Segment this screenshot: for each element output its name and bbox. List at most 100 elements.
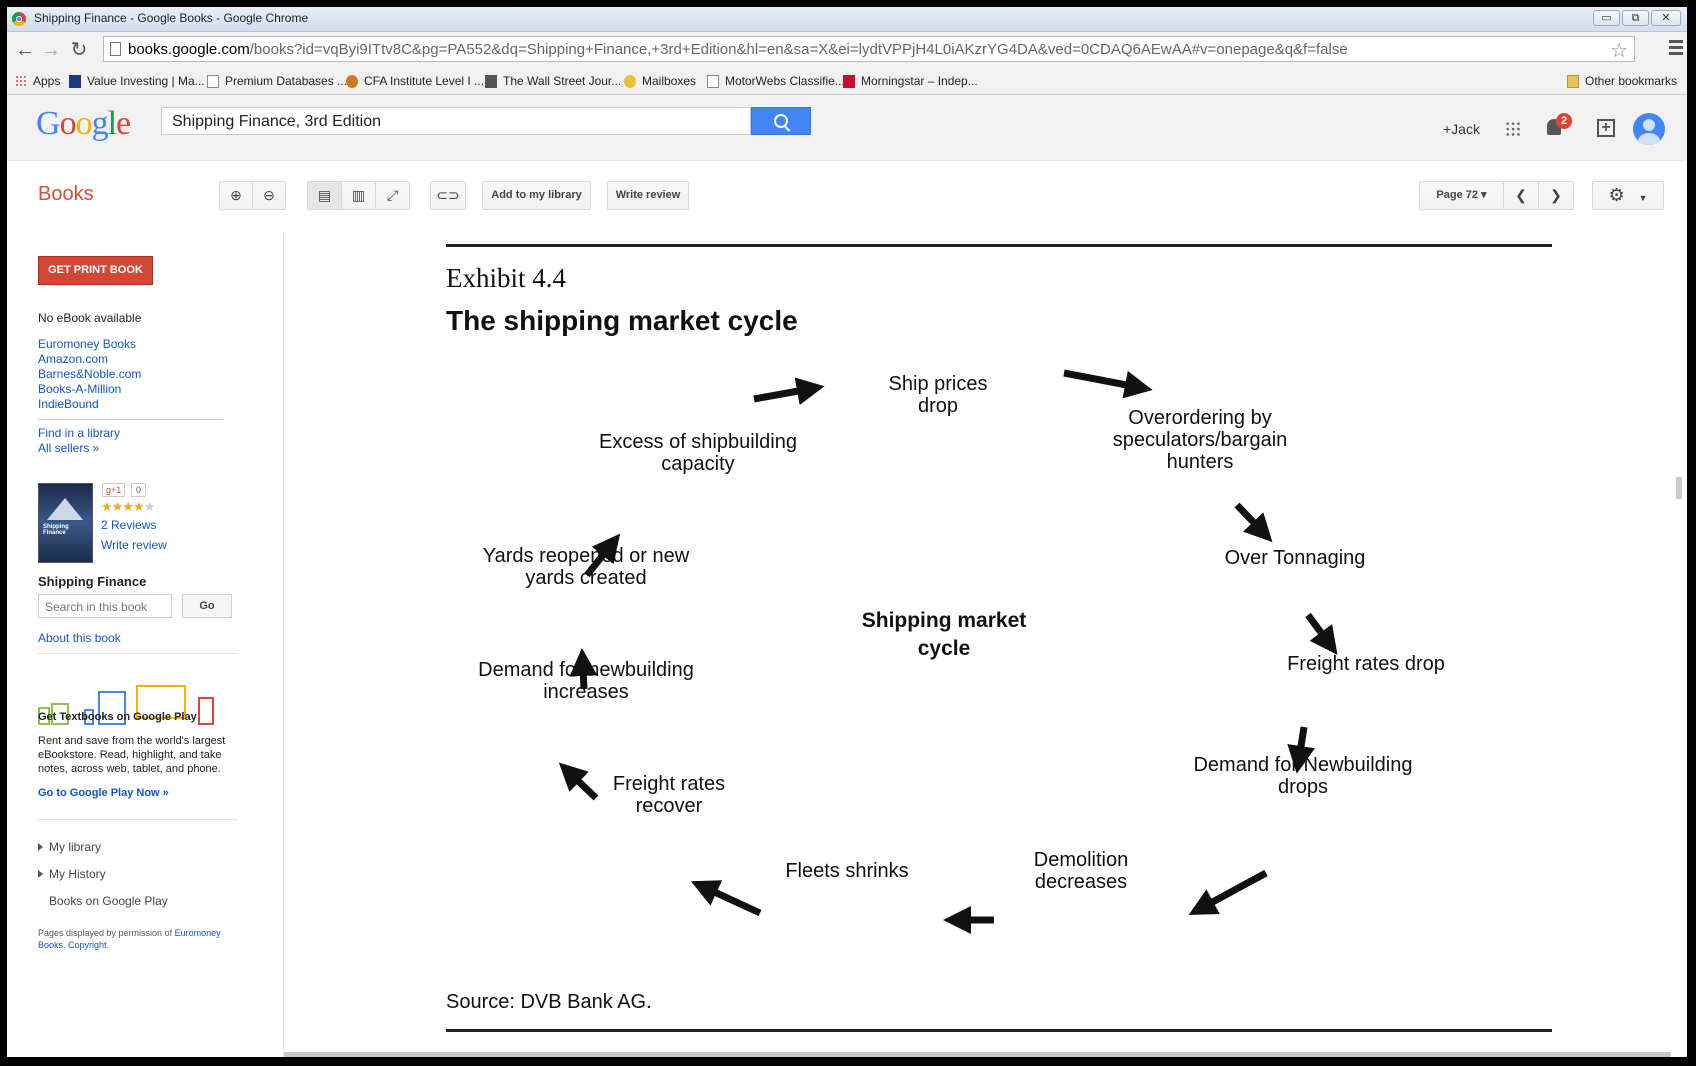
settings-button[interactable]: ⚙▼ (1592, 181, 1664, 210)
node-line: yards created (525, 567, 647, 589)
previous-page-button[interactable]: ❮ (1503, 181, 1539, 210)
bookmark-wsj[interactable]: The Wall Street Jour... (485, 74, 621, 88)
promo-text: eBookstore. Read, highlight, and take (38, 749, 222, 761)
search-in-book-input[interactable] (43, 599, 171, 615)
horizontal-scrollbar[interactable] (284, 1052, 1672, 1057)
fullscreen-icon: ⤢ (386, 187, 399, 203)
divider (38, 419, 223, 420)
zoom-in-button[interactable]: ⊕ (219, 181, 253, 210)
fullscreen-button[interactable]: ⤢ (375, 181, 410, 210)
reviews-link[interactable]: 2 Reviews (101, 518, 157, 532)
search-input[interactable] (170, 112, 734, 132)
search-in-book-box[interactable] (38, 594, 172, 618)
write-review-link[interactable]: Write review (101, 538, 167, 552)
seller-link[interactable]: Barnes&Noble.com (38, 367, 142, 381)
single-page-button[interactable]: ▤ (307, 181, 342, 210)
chevron-right-icon: ❯ (1550, 187, 1562, 203)
other-bookmarks-label: Other bookmarks (1585, 74, 1678, 88)
get-print-book-button[interactable]: GET PRINT BOOK (38, 256, 153, 285)
seller-link[interactable]: Euromoney Books (38, 337, 137, 351)
promo-text: notes, across web, tablet, and phone. (38, 763, 221, 775)
scrollbar-thumb[interactable] (1676, 477, 1682, 499)
chrome-menu-icon[interactable] (1669, 40, 1683, 58)
link-icon: ⊂⊃ (436, 187, 460, 203)
forward-icon[interactable]: → (41, 39, 61, 61)
bookmark-morningstar[interactable]: Morningstar – Indep... (843, 74, 978, 88)
avatar[interactable] (1633, 113, 1665, 145)
google-plus-one-button[interactable]: g+1 (102, 483, 126, 497)
all-sellers-link[interactable]: All sellers » (38, 441, 100, 455)
book-viewer[interactable]: Exhibit 4.4 The shipping market cycle (283, 233, 1672, 1057)
star-icon: ★ (101, 499, 113, 514)
bookmark-cfa-institute[interactable]: CFA Institute Level I ... (346, 74, 484, 88)
page-selector[interactable]: Page 72 ▾ (1419, 181, 1504, 210)
add-to-library-button[interactable]: Add to my library (482, 181, 591, 210)
bookmark-mailboxes[interactable]: Mailboxes (624, 74, 696, 88)
node-line: drops (1277, 776, 1329, 798)
book-cover[interactable]: Shipping Finance (38, 483, 93, 563)
bookmark-label: Premium Databases ... (225, 74, 348, 88)
seller-link[interactable]: Books-A-Million (38, 382, 122, 396)
permission-links: Books. Copyright. (38, 940, 109, 950)
expand-arrow-icon (38, 870, 43, 878)
apps-grid-icon[interactable] (1505, 121, 1521, 137)
google-play-link[interactable]: Go to Google Play Now » (38, 787, 169, 799)
about-book-link[interactable]: About this book (38, 631, 121, 645)
seller-link[interactable]: Amazon.com (38, 352, 109, 366)
cycle-arrow (1234, 502, 1273, 543)
bookmark-value-investing[interactable]: Value Investing | Ma... (69, 74, 205, 88)
go-button[interactable]: Go (182, 594, 232, 618)
cycle-arrow (753, 377, 825, 406)
back-icon[interactable]: ← (15, 39, 35, 61)
reload-icon[interactable]: ↻ (70, 39, 88, 61)
bookmark-apps[interactable]: Apps (15, 74, 60, 88)
find-in-library-link[interactable]: Find in a library (38, 426, 121, 440)
link-button[interactable]: ⊂⊃ (430, 181, 466, 210)
user-link[interactable]: +Jack (1443, 121, 1480, 137)
chevron-down-icon: ▼ (1638, 193, 1648, 203)
bookmark-motorwebs[interactable]: MotorWebs Classifie... (707, 74, 845, 88)
copyright-link[interactable]: Copyright. (68, 940, 110, 950)
minimize-button[interactable]: ▭ (1593, 10, 1620, 26)
publisher-link[interactable]: Books. (38, 940, 66, 950)
address-bar[interactable]: books.google.com/books?id=vqByi9ITtv8C&p… (103, 36, 1635, 62)
other-bookmarks[interactable]: Other bookmarks (1567, 74, 1677, 88)
search-button[interactable] (751, 107, 811, 135)
books-label[interactable]: Books (38, 183, 94, 205)
node-line: speculators/bargain (1112, 429, 1288, 451)
publisher-link[interactable]: Euromoney (174, 928, 221, 938)
node-line: Freight rates (612, 773, 726, 795)
my-history-link[interactable]: My History (38, 867, 106, 881)
bookmark-label: MotorWebs Classifie... (725, 74, 845, 88)
expand-arrow-icon (38, 843, 43, 851)
google-logo[interactable]: Google (36, 105, 131, 143)
node-line: Demand for newbuilding (478, 659, 694, 681)
two-page-button[interactable]: ▥ (341, 181, 376, 210)
vertical-scrollbar[interactable] (1671, 233, 1687, 1057)
seller-link[interactable]: IndieBound (38, 397, 99, 411)
next-page-button[interactable]: ❯ (1538, 181, 1574, 210)
bookmark-star-icon[interactable]: ☆ (1610, 40, 1628, 62)
plus-one-count: 0 (131, 483, 147, 497)
search-box[interactable] (161, 107, 751, 135)
url-text[interactable]: books.google.com/books?id=vqByi9ITtv8C&p… (128, 41, 1348, 58)
my-library-link[interactable]: My library (38, 840, 101, 854)
books-toolbar: Books ⊕ ⊖ ▤ ▥ ⤢ ⊂⊃ Add to my library Wri… (7, 161, 1687, 234)
write-review-button[interactable]: Write review (607, 181, 689, 210)
bookmark-premium-databases[interactable]: Premium Databases ... (207, 74, 347, 88)
node-line: Demand for Newbuilding (1193, 754, 1413, 776)
maximize-button[interactable]: ⧉ (1622, 10, 1649, 26)
cycle-arrow (1063, 369, 1153, 399)
close-button[interactable]: ✕ (1651, 10, 1681, 26)
zoom-out-button[interactable]: ⊖ (252, 181, 286, 210)
book-title: Shipping Finance (38, 574, 147, 589)
logo-letter: o (75, 105, 93, 142)
share-plus-icon[interactable]: + (1597, 119, 1615, 137)
books-on-play-link[interactable]: Books on Google Play (49, 894, 168, 908)
star-icon: ★ (122, 499, 134, 514)
notification-badge[interactable]: 2 (1556, 113, 1572, 129)
site-icon (843, 74, 855, 88)
